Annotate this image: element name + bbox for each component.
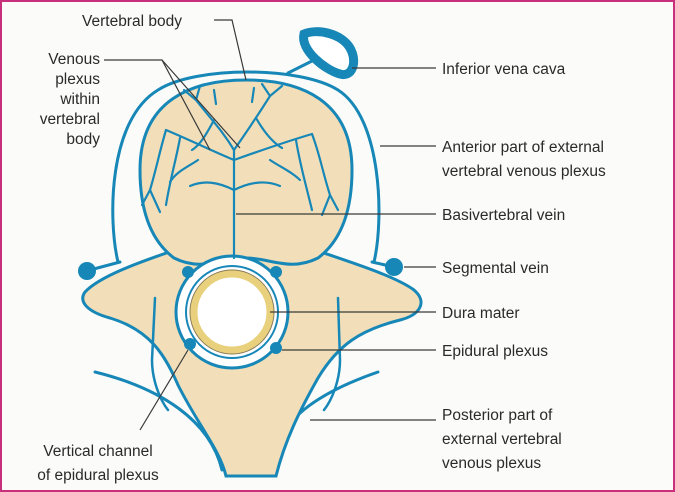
label-anterior-external-1: Anterior part of external [442, 139, 604, 156]
label-venous-plexus-3: within [59, 91, 100, 108]
segmental-vein-right [385, 258, 403, 276]
label-dura-mater: Dura mater [442, 305, 520, 322]
vertebra-anatomy [78, 32, 421, 476]
label-epidural-plexus: Epidural plexus [442, 343, 548, 360]
epidural-node-bl [184, 338, 196, 350]
label-vertebral-body: Vertebral body [82, 13, 182, 30]
label-anterior-external-2: vertebral venous plexus [442, 163, 606, 180]
segmental-vein-left [78, 262, 96, 280]
label-vertical-channel-2: of epidural plexus [37, 467, 159, 484]
epidural-node-tl [182, 266, 194, 278]
label-posterior-external-3: venous plexus [442, 455, 541, 472]
label-posterior-external-1: Posterior part of [442, 407, 553, 424]
label-venous-plexus-2: plexus [55, 71, 100, 88]
label-venous-plexus-5: body [66, 131, 100, 148]
epidural-node-tr [270, 266, 282, 278]
epidural-node-br [270, 342, 282, 354]
label-basivertebral-vein: Basivertebral vein [442, 207, 565, 224]
dura-mater [194, 274, 270, 350]
label-posterior-external-2: external vertebral [442, 431, 562, 448]
label-segmental-vein: Segmental vein [442, 260, 549, 277]
label-vertical-channel-1: Vertical channel [43, 443, 152, 460]
label-venous-plexus-4: vertebral [40, 111, 100, 128]
label-inferior-vena-cava: Inferior vena cava [442, 61, 566, 78]
label-venous-plexus-1: Venous [48, 51, 100, 68]
inferior-vena-cava [304, 32, 354, 75]
